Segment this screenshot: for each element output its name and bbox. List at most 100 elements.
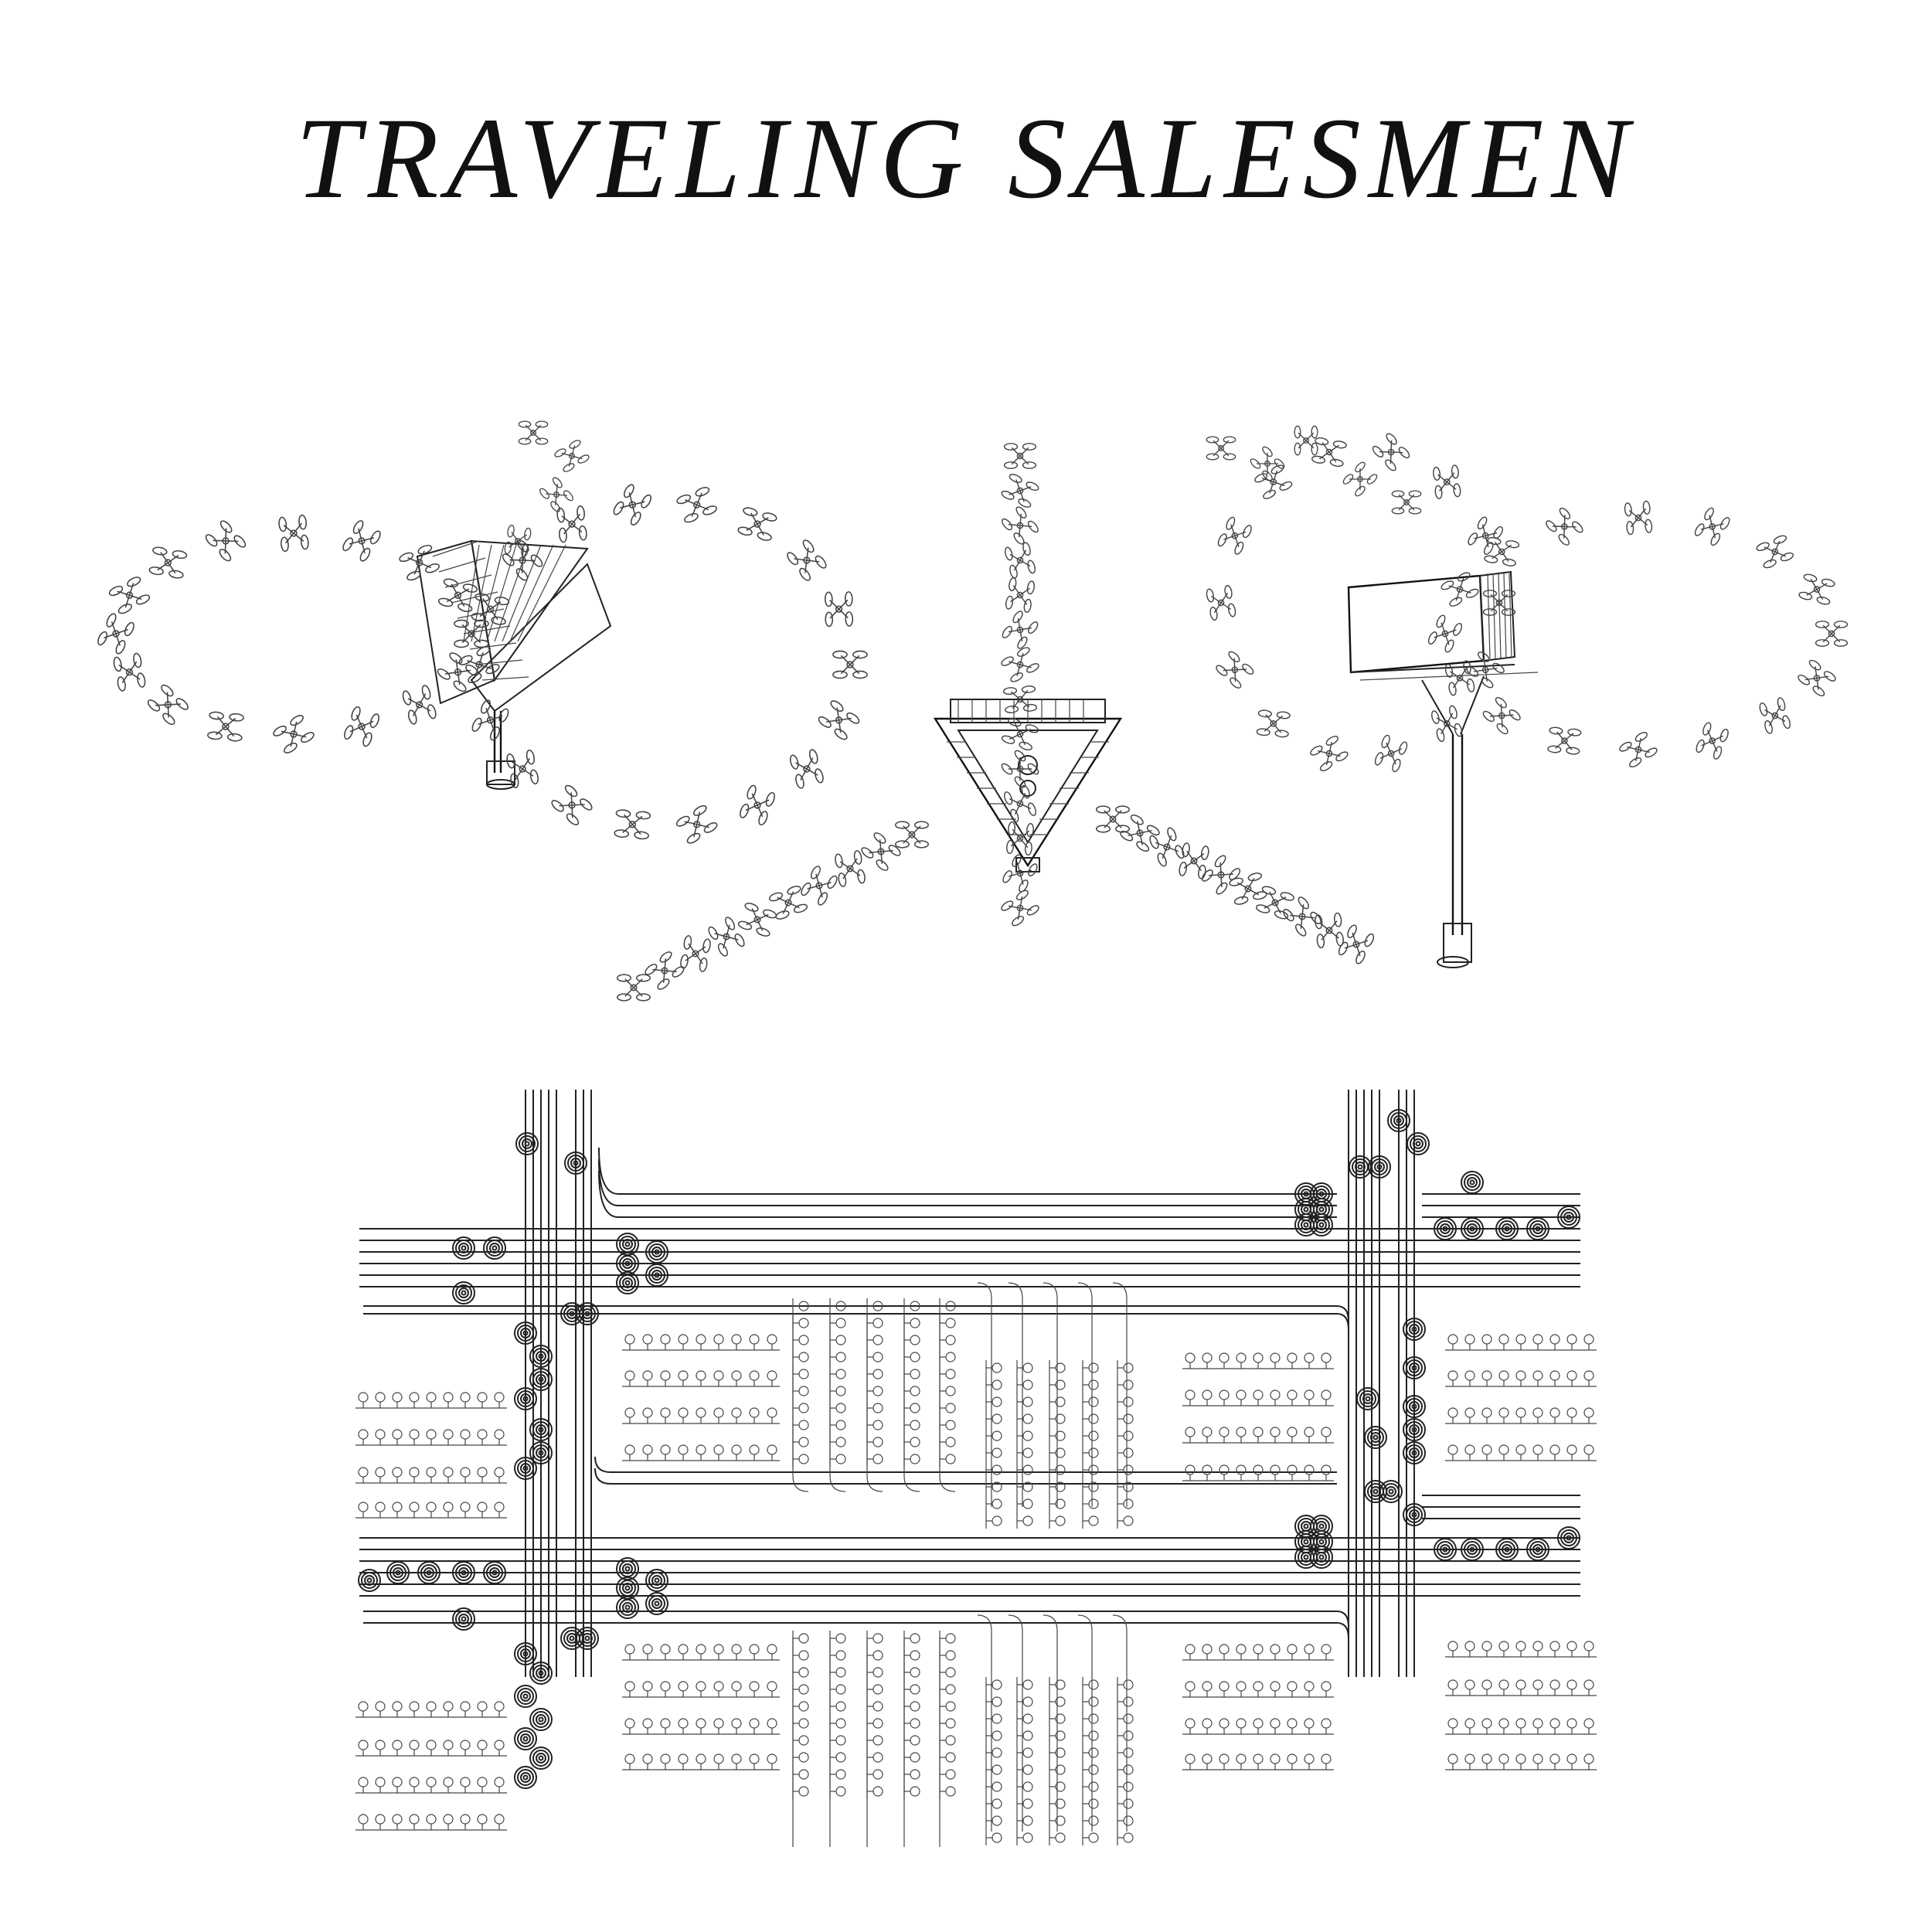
target-icon xyxy=(616,1233,639,1256)
loop-node xyxy=(358,1502,369,1512)
target-icon xyxy=(1526,1538,1549,1561)
drone-icon xyxy=(1482,590,1516,616)
drone-icon xyxy=(504,524,532,558)
loop-node xyxy=(798,1718,809,1729)
loop-node xyxy=(1515,1444,1526,1455)
target-icon xyxy=(1403,1418,1426,1441)
loop-node xyxy=(426,1777,437,1787)
loop-node xyxy=(835,1752,846,1763)
drone-icon xyxy=(824,591,854,628)
loop-node xyxy=(945,1752,956,1763)
loop-node xyxy=(1321,1352,1332,1363)
loop-node xyxy=(1123,1764,1134,1775)
loop-node xyxy=(1583,1641,1594,1651)
loop-node xyxy=(1022,1362,1033,1373)
drone-icon xyxy=(273,715,315,753)
loop-node xyxy=(642,1681,653,1692)
drone-icon xyxy=(1427,614,1463,653)
drone-icon xyxy=(1444,660,1475,696)
loop-node xyxy=(1464,1407,1475,1418)
drone-icon xyxy=(147,684,189,726)
target-icon xyxy=(452,1281,475,1304)
loop-node xyxy=(992,1696,1002,1707)
loop-node xyxy=(749,1718,760,1729)
loop-node xyxy=(426,1392,437,1403)
drone-icon xyxy=(645,951,685,990)
loop-node xyxy=(1549,1444,1560,1455)
drone-icon xyxy=(1546,507,1583,546)
loop-node xyxy=(910,1633,920,1644)
loop-node xyxy=(1566,1718,1577,1729)
loop-node xyxy=(1123,1679,1134,1690)
loop-node xyxy=(945,1667,956,1678)
loop-node xyxy=(1515,1679,1526,1690)
loop-node xyxy=(1219,1681,1230,1692)
page-title: TRAVELING SALESMEN xyxy=(295,94,1637,223)
target-icon xyxy=(576,1627,599,1650)
loop-node xyxy=(835,1420,846,1430)
loop-node xyxy=(1270,1644,1281,1655)
loop-node xyxy=(1185,1464,1196,1475)
loop-node xyxy=(798,1633,809,1644)
loop-node xyxy=(1123,1798,1134,1809)
loop-node xyxy=(1321,1464,1332,1475)
drone-icon xyxy=(675,804,718,844)
loop-node xyxy=(660,1334,671,1345)
loop-node xyxy=(660,1753,671,1764)
horizontal-track xyxy=(363,1313,1349,1330)
target-icon xyxy=(645,1264,668,1287)
loop-node xyxy=(1022,1798,1033,1809)
drone-icon xyxy=(1466,651,1505,689)
drone-icon xyxy=(437,578,478,612)
target-icon xyxy=(645,1240,668,1264)
loop-node xyxy=(1287,1352,1298,1363)
loop-node xyxy=(1088,1464,1099,1475)
drone-icon xyxy=(551,784,593,825)
loop-node xyxy=(872,1352,883,1362)
drone-icon xyxy=(207,711,244,742)
loop-node xyxy=(1321,1427,1332,1437)
loop-node xyxy=(1498,1679,1509,1690)
loop-node xyxy=(945,1403,956,1413)
loop-node xyxy=(835,1403,846,1413)
loop-node xyxy=(624,1681,635,1692)
drone-icon xyxy=(1798,659,1836,696)
loop-node xyxy=(1566,1753,1577,1764)
loop-node xyxy=(945,1735,956,1746)
loop-node xyxy=(767,1718,777,1729)
loop-node xyxy=(992,1798,1002,1809)
drone-icon xyxy=(1005,577,1036,613)
loop-node xyxy=(1123,1747,1134,1758)
loop-node xyxy=(798,1701,809,1712)
loop-node xyxy=(1088,1696,1099,1707)
loop-node xyxy=(872,1752,883,1763)
loop-node xyxy=(992,1713,1002,1724)
loop-node xyxy=(945,1420,956,1430)
loop-node xyxy=(835,1701,846,1712)
loop-node xyxy=(1566,1370,1577,1381)
loop-node xyxy=(872,1403,883,1413)
branch-track xyxy=(1112,1614,1128,1832)
target-icon xyxy=(1387,1109,1410,1132)
target-icon xyxy=(417,1561,440,1584)
drone-icon xyxy=(1001,889,1039,927)
loop-node xyxy=(1464,1679,1475,1690)
horizontal-track xyxy=(363,1611,1349,1628)
drone-icon xyxy=(539,477,573,512)
drone-icon xyxy=(1798,573,1835,605)
loop-node xyxy=(696,1370,706,1381)
drone-icon xyxy=(506,749,539,788)
loop-node xyxy=(1270,1753,1281,1764)
drone-icon xyxy=(832,650,868,679)
loop-node xyxy=(798,1386,809,1396)
loop-node xyxy=(910,1318,920,1328)
loop-node xyxy=(1532,1370,1543,1381)
target-icon xyxy=(514,1321,537,1345)
loop-node xyxy=(1123,1498,1134,1509)
drone-icon xyxy=(801,866,838,906)
loop-node xyxy=(624,1718,635,1729)
loop-node xyxy=(1219,1464,1230,1475)
drone-icon xyxy=(1484,536,1520,566)
drone-icon xyxy=(1310,736,1349,771)
drone-icon xyxy=(1283,896,1321,937)
